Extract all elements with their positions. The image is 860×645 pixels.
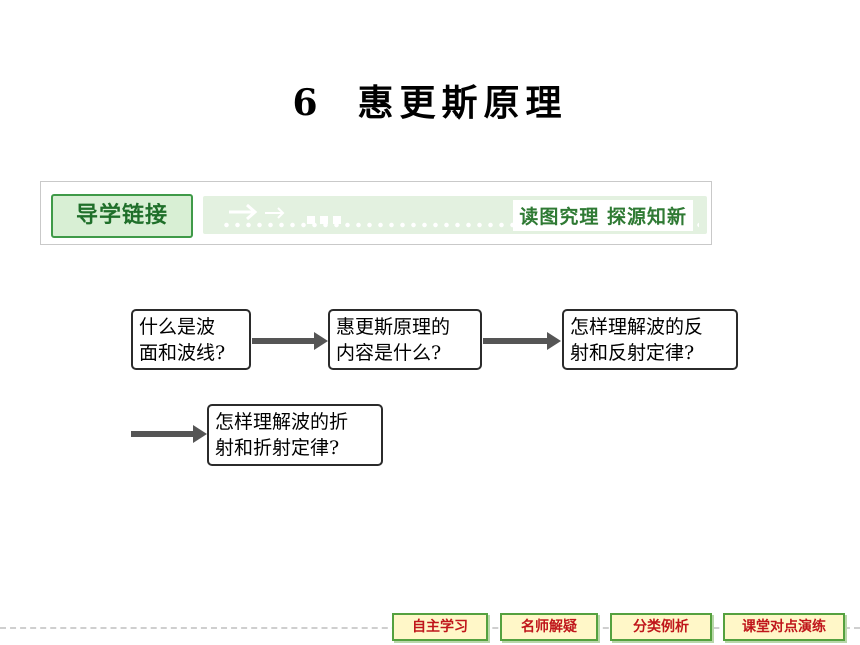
question-line: 内容是什么? [336,342,442,364]
question-line: 什么是波 [139,316,216,338]
question-line: 射和反射定律? [570,342,695,364]
flow-arrow-1 [252,332,328,350]
banner-caption: 读图究理 探源知新 [513,200,693,231]
question-line: 怎样理解波的反 [570,316,704,338]
guide-banner: 导学链接 读图究理 探源知新 [40,181,712,245]
question-line: 惠更斯原理的 [336,316,451,338]
question-box-refraction: 怎样理解波的折 射和折射定律? [207,404,383,466]
question-box-wave-front: 什么是波 面和波线? [131,309,251,370]
question-line: 怎样理解波的折 [215,411,349,433]
question-box-reflection: 怎样理解波的反 射和反射定律? [562,309,738,370]
nav-examples-button[interactable]: 分类例析 [610,613,712,641]
nav-self-study-button[interactable]: 自主学习 [392,613,488,641]
flow-arrow-2 [483,332,561,350]
square-decoration-icon [307,209,346,228]
arrow-decoration-icon [229,203,285,221]
question-line: 面和波线? [139,342,226,364]
flow-arrow-3 [131,425,207,443]
question-box-huygens: 惠更斯原理的 内容是什么? [328,309,482,370]
question-line: 射和折射定律? [215,437,340,459]
banner-strip: 读图究理 探源知新 [203,196,707,234]
nav-teacher-explain-button[interactable]: 名师解疑 [500,613,598,641]
banner-label: 导学链接 [51,194,193,238]
section-title: 惠更斯原理 [357,82,568,124]
page-title: 6 惠更斯原理 [0,74,860,126]
section-number: 6 [292,82,324,124]
nav-practice-button[interactable]: 课堂对点演练 [723,613,845,641]
dot-decoration [221,222,699,228]
